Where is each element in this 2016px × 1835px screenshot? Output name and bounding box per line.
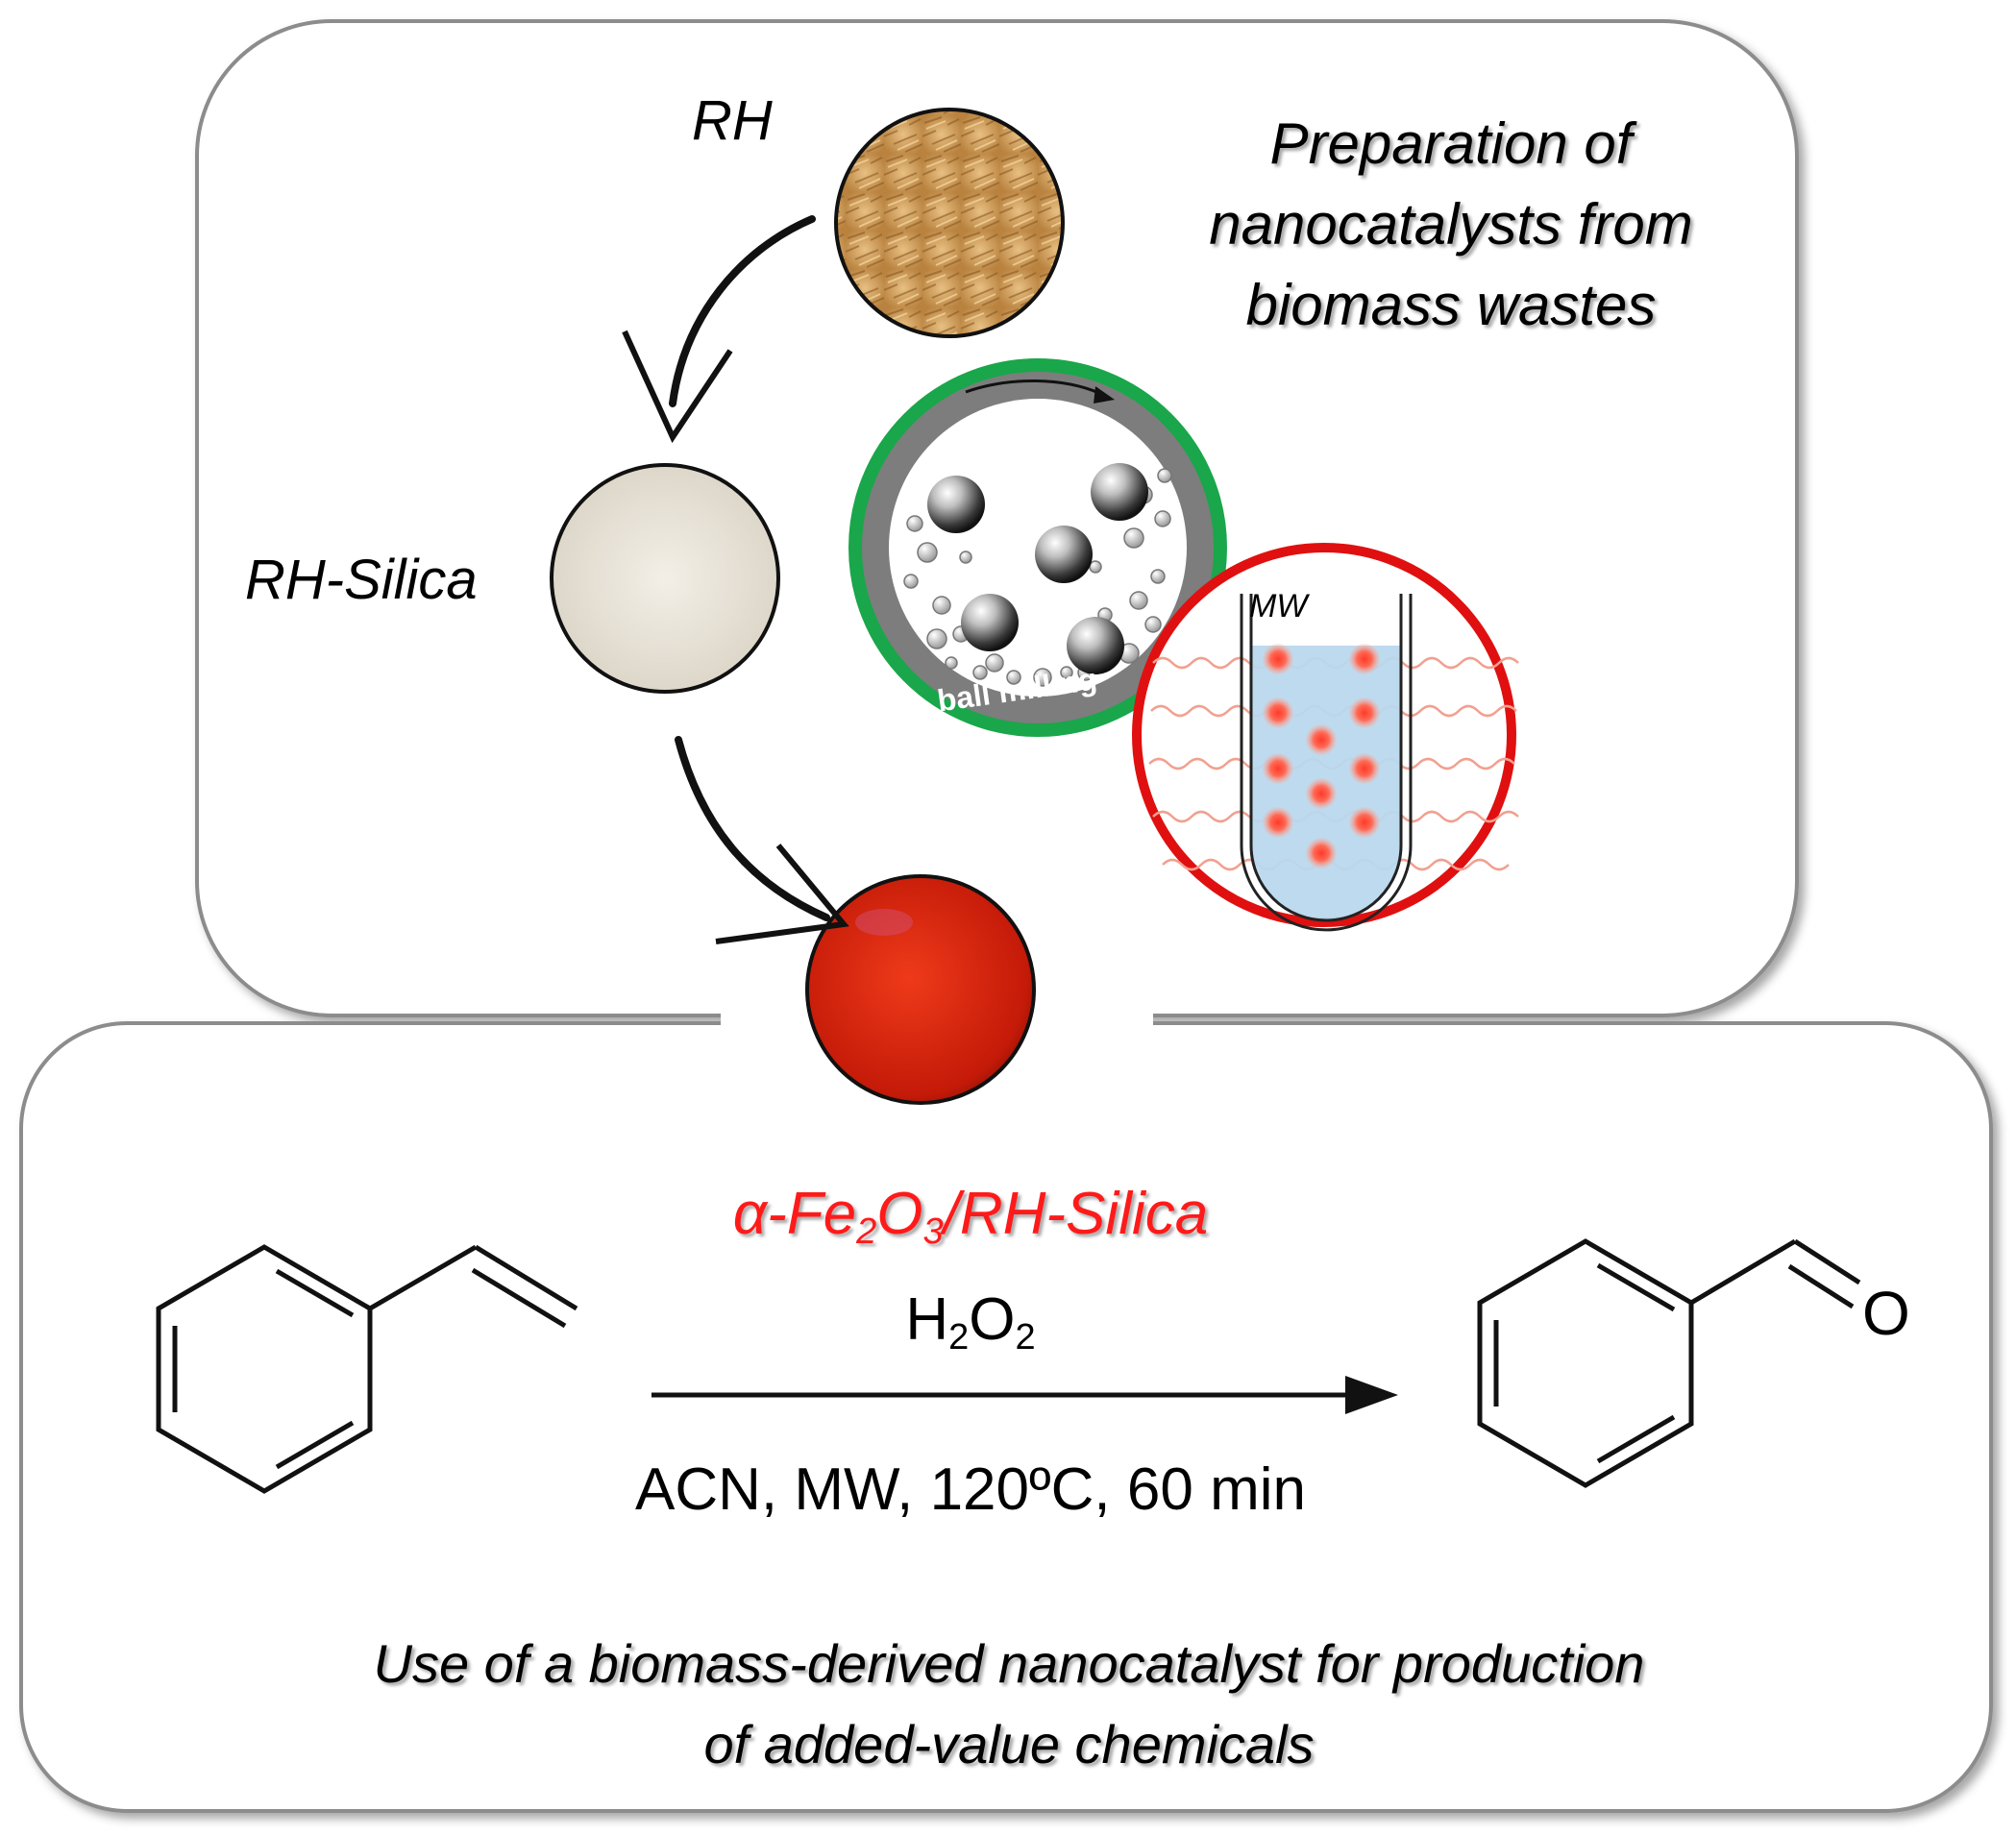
ball-mill-diagram [848, 358, 1227, 737]
rh-silica-image [550, 463, 780, 694]
rh-husk-image [834, 108, 1065, 338]
top-title-line: Preparation of [1269, 111, 1633, 176]
bottom-panel-title: Use of a biomass-derived nanocatalyst fo… [173, 1624, 1845, 1785]
milling-balls [927, 463, 1148, 674]
catalyst-label: α-Fe2O3/RH-Silica [625, 1180, 1316, 1253]
catalyst-sub1: 2 [856, 1211, 877, 1252]
bottom-title-line: of added-value chemicals [703, 1714, 1315, 1774]
microwave-diagram [1132, 543, 1519, 932]
arrowhead-rh-to-silica [622, 330, 733, 444]
reagent-sub1: 2 [948, 1317, 970, 1358]
reagent-label: H2O2 [826, 1285, 1115, 1358]
benzaldehyde-structure [1477, 1238, 1861, 1488]
arrowhead-silica-to-fe2o3 [715, 844, 849, 944]
rh-label: RH [692, 89, 773, 152]
catalyst-prefix: α-Fe [732, 1181, 857, 1247]
arrow-silica-to-fe2o3 [675, 736, 830, 921]
catalyst-mid: O [876, 1181, 923, 1247]
styrene-structure [156, 1244, 578, 1494]
reagent-sub2: 2 [1015, 1317, 1036, 1358]
top-title-line: nanocatalysts from [1209, 192, 1693, 257]
mw-tube-label: MW [1249, 588, 1308, 624]
fe2o3-catalyst-image [805, 874, 1036, 1105]
reagent-prefix: H [905, 1286, 949, 1353]
top-title-line: biomass wastes [1245, 273, 1657, 337]
catalyst-sub2: 3 [922, 1211, 944, 1252]
reaction-conditions: ACN, MW, 120ºC, 60 min [635, 1456, 1306, 1523]
rh-silica-label: RH-Silica [245, 549, 478, 611]
catalyst-suffix: /RH-Silica [943, 1181, 1209, 1247]
test-tube [1240, 594, 1413, 932]
reagent-mid: O [969, 1286, 1016, 1353]
bottom-title-line: Use of a biomass-derived nanocatalyst fo… [373, 1633, 1645, 1694]
top-panel-title: Preparation of nanocatalysts from biomas… [1124, 104, 1778, 346]
arrow-rh-to-silica [669, 215, 816, 407]
reaction-arrow [652, 1376, 1398, 1414]
rotation-arrow [965, 379, 1106, 398]
product-oxygen-atom: O [1862, 1279, 1910, 1348]
fe2o3-highlight [855, 909, 913, 936]
